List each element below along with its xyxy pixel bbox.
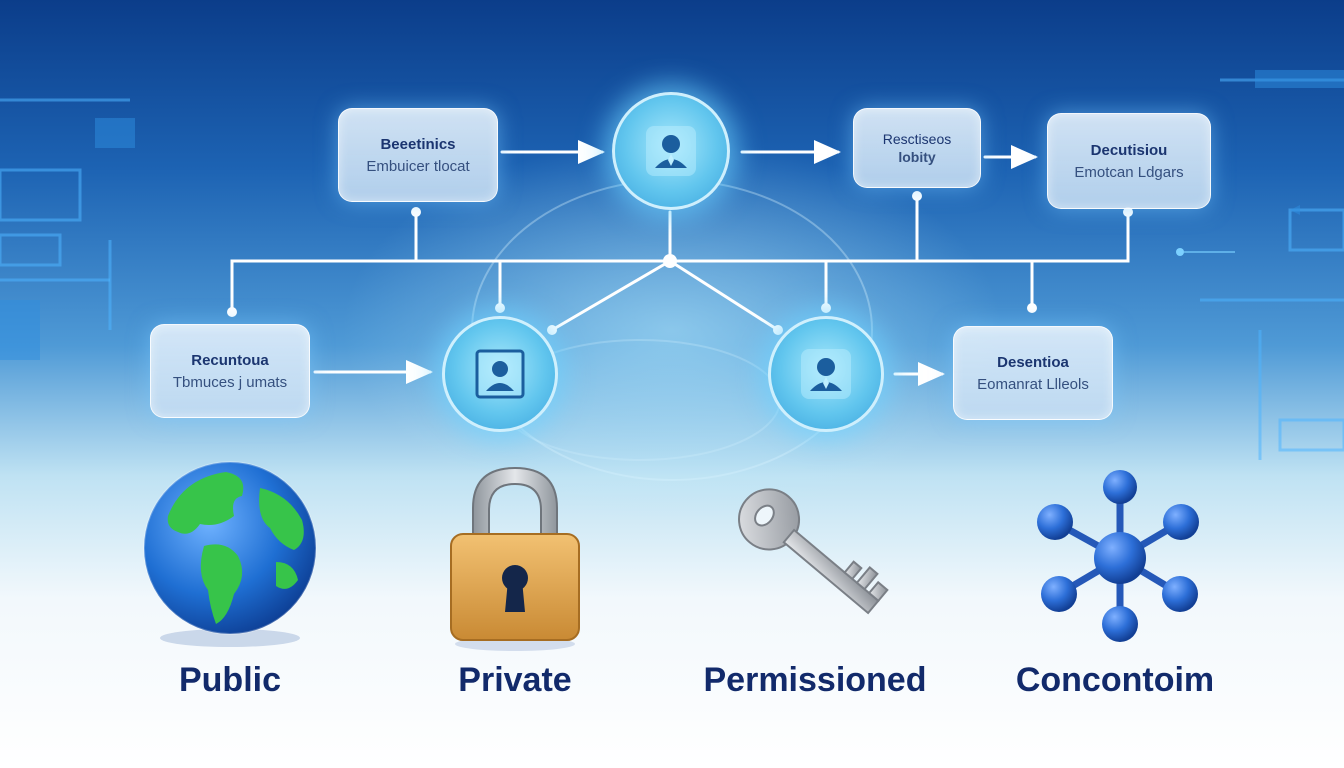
network-node-top	[612, 92, 730, 210]
diagram-box-recuntoua: Recuntoua Tbmuces j umats	[150, 324, 310, 418]
globe-icon	[143, 461, 317, 647]
diagram-box-decutisiou: Decutisiou Emotcan Ldgars	[1047, 113, 1211, 209]
id-card-icon	[475, 349, 525, 399]
box-title: Recuntoua	[191, 351, 269, 369]
category-label-private: Private	[458, 661, 572, 699]
box-title: Decutisiou	[1090, 141, 1168, 159]
network-icon	[1037, 470, 1199, 642]
box-title: Resctiseos	[882, 131, 952, 147]
network-node-left	[442, 316, 558, 432]
box-subtitle: Tbmuces j umats	[172, 373, 288, 391]
box-subtitle: lobity	[898, 149, 936, 165]
box-subtitle: Emotcan Ldgars	[1074, 163, 1184, 181]
category-label-permissioned: Permissioned	[703, 661, 927, 699]
category-label-consortium: Concontoim	[1015, 661, 1215, 699]
network-node-right	[768, 316, 884, 432]
box-title: Desentioa	[997, 353, 1069, 371]
diagram-box-beeetinics: Beeetinics Embuicer tlocat	[338, 108, 498, 202]
user-icon	[801, 349, 851, 399]
diagram-box-resctiseos: Resctiseos lobity	[853, 108, 981, 188]
user-icon	[646, 126, 696, 176]
box-subtitle: Eomanrat Llleols	[977, 375, 1089, 393]
category-label-public: Public	[178, 661, 282, 699]
box-subtitle: Embuicer tlocat	[366, 157, 470, 175]
key-icon	[738, 488, 889, 615]
diagram-box-desentioa: Desentioa Eomanrat Llleols	[953, 326, 1113, 420]
padlock-icon	[450, 466, 580, 651]
box-title: Beeetinics	[380, 135, 456, 153]
